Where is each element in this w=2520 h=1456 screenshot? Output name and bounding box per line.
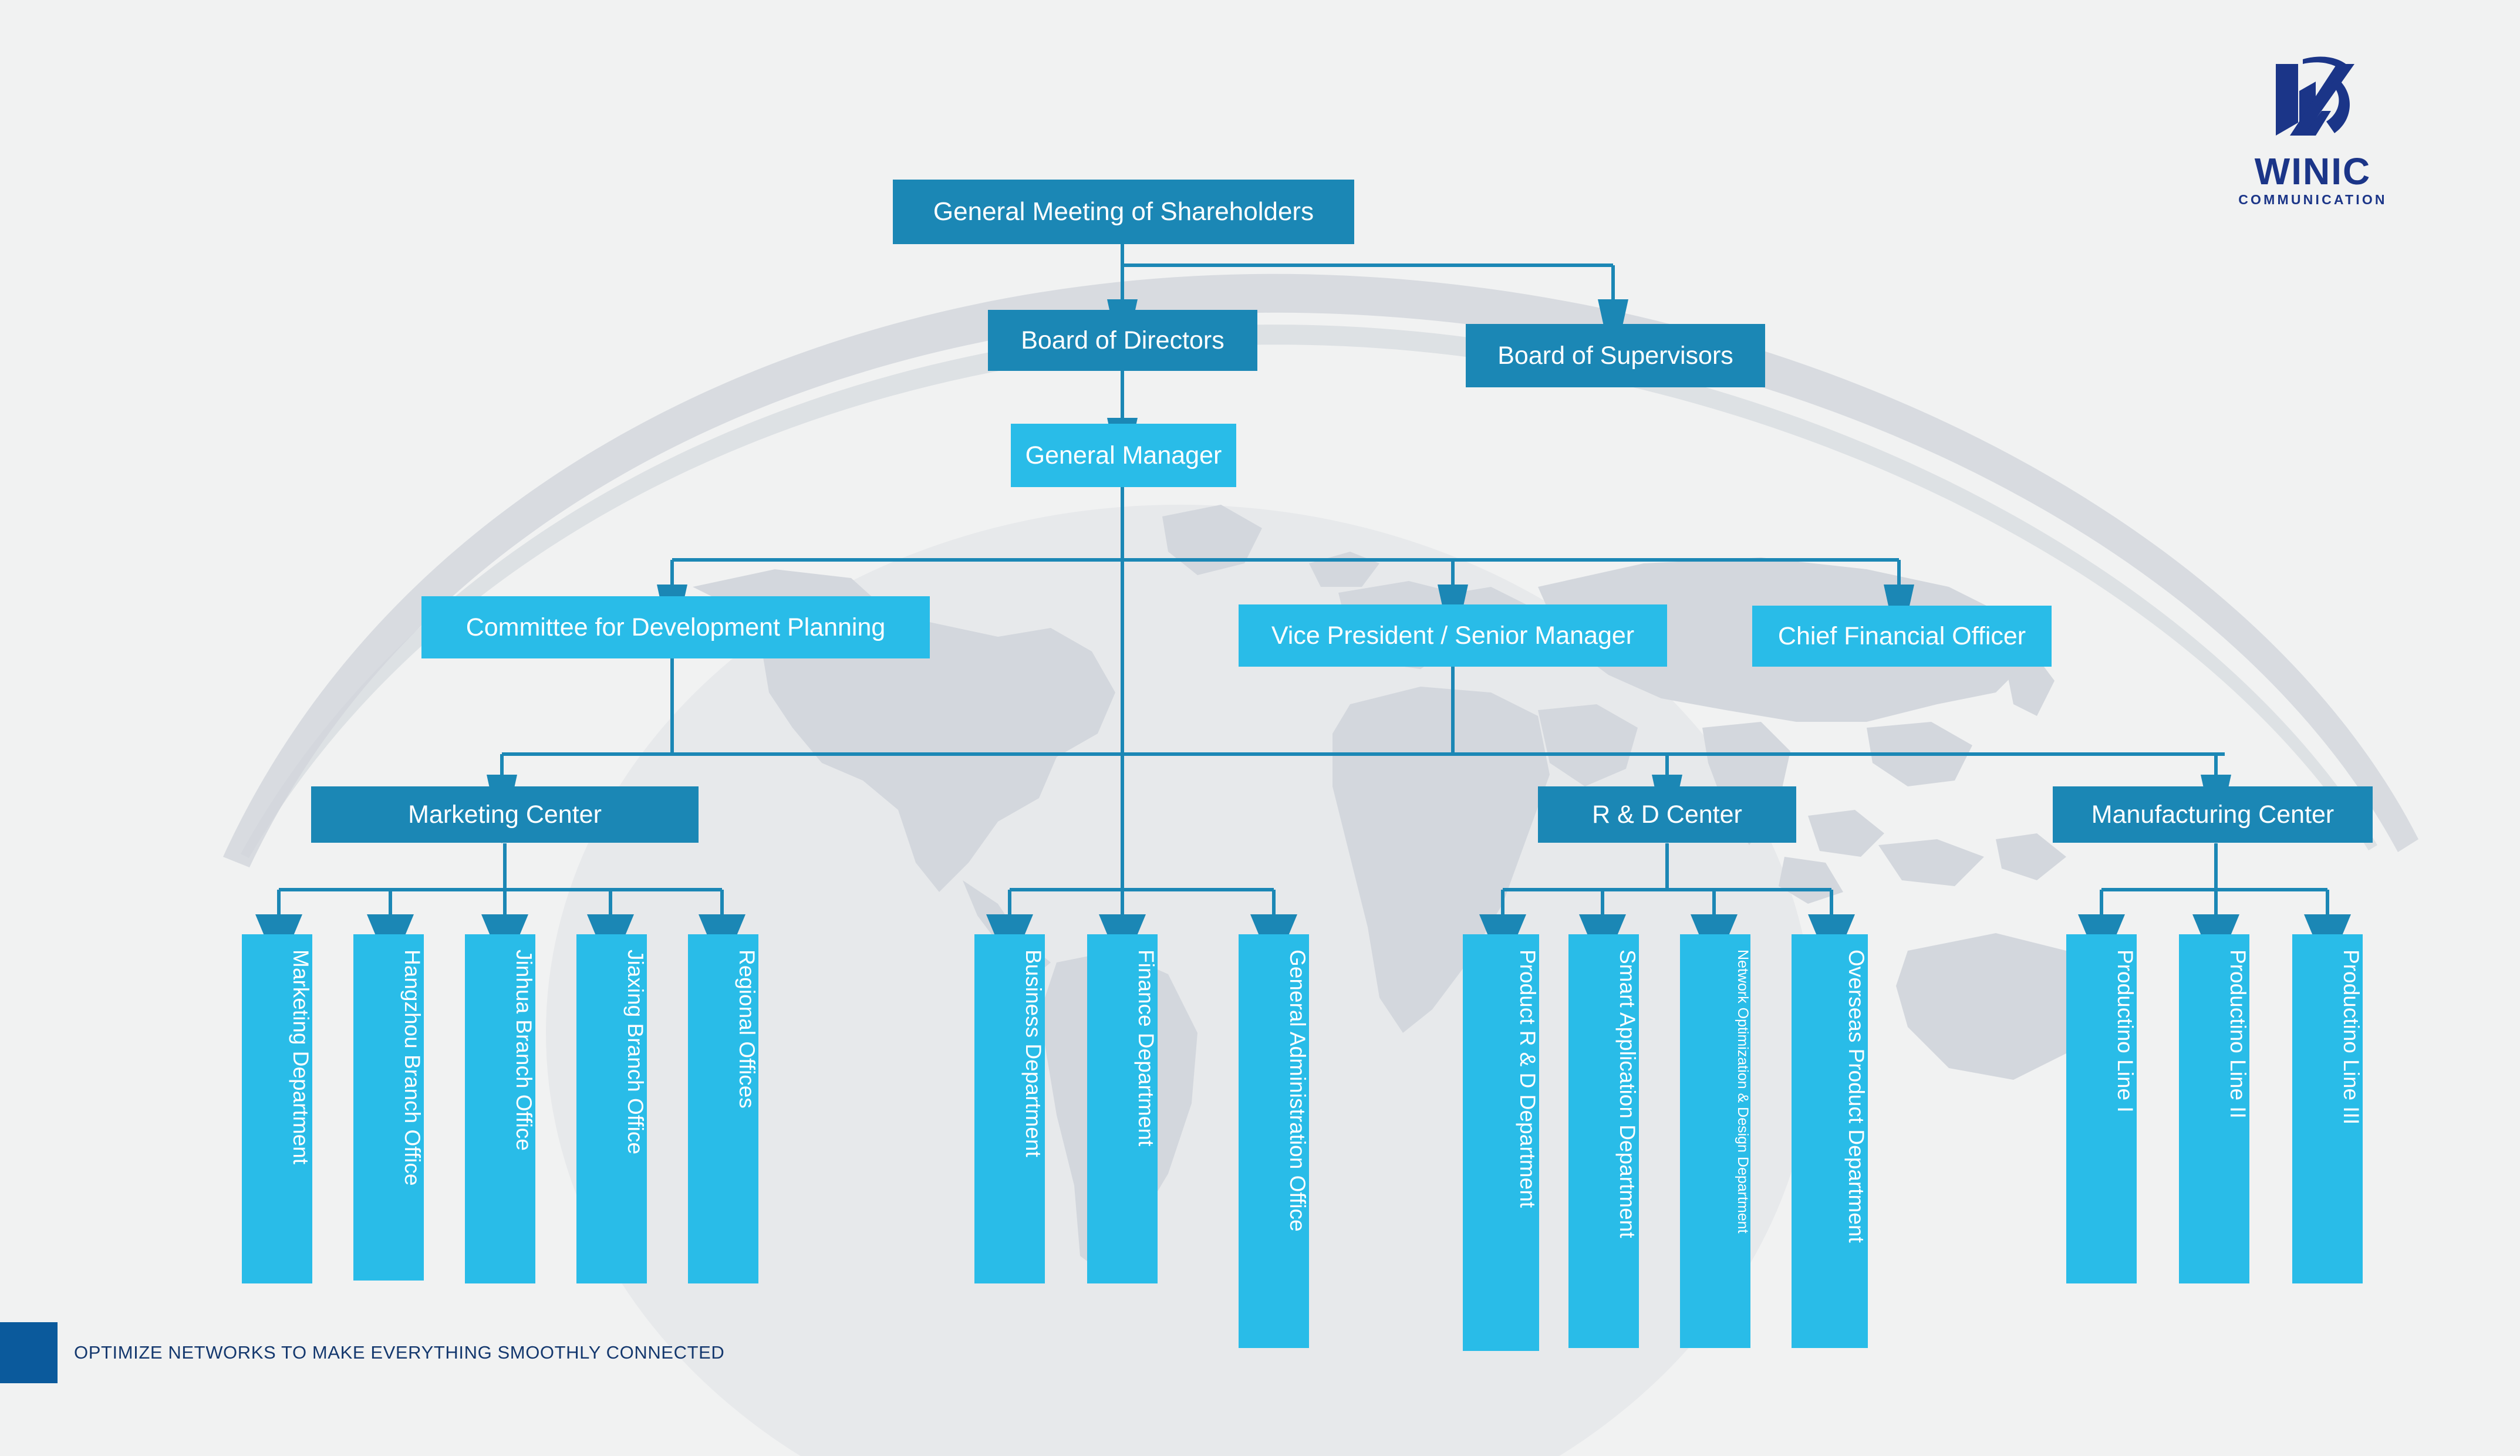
node-product-rd-department[interactable]: Product R & D Department xyxy=(1463,934,1540,1351)
node-committee-for-development-planning[interactable]: Committee for Development Planning xyxy=(421,596,930,658)
brand-name: WINIC xyxy=(2254,150,2371,192)
node-rd-center[interactable]: R & D Center xyxy=(1538,786,1796,843)
winic-w-swoosh-icon xyxy=(2276,56,2354,136)
node-general-meeting-of-shareholders[interactable]: General Meeting of Shareholders xyxy=(893,180,1354,244)
node-chief-financial-officer[interactable]: Chief Financial Officer xyxy=(1752,606,2052,667)
node-marketing-department[interactable]: Marketing Department xyxy=(242,934,313,1283)
node-business-department[interactable]: Business Department xyxy=(974,934,1045,1283)
brand-logo: WINIC COMMUNICATION xyxy=(2234,56,2392,209)
node-jinhua-branch-office[interactable]: Jinhua Branch Office xyxy=(465,934,536,1283)
node-finance-department[interactable]: Finance Department xyxy=(1087,934,1158,1283)
node-marketing-center[interactable]: Marketing Center xyxy=(311,786,699,843)
node-productino-line-3[interactable]: Productino Line III xyxy=(2292,934,2363,1283)
node-board-of-supervisors[interactable]: Board of Supervisors xyxy=(1466,324,1765,387)
node-jiaxing-branch-office[interactable]: Jiaxing Branch Office xyxy=(576,934,647,1283)
node-general-manager[interactable]: General Manager xyxy=(1011,424,1236,487)
node-productino-line-1[interactable]: Productino Line I xyxy=(2066,934,2137,1283)
footer-tagline: OPTIMIZE NETWORKS TO MAKE EVERYTHING SMO… xyxy=(74,1342,725,1363)
node-regional-offices[interactable]: Regional Offices xyxy=(688,934,759,1283)
footer-accent-block xyxy=(0,1322,58,1383)
node-overseas-product-department[interactable]: Overseas Product Department xyxy=(1792,934,1868,1348)
brand-subtitle: COMMUNICATION xyxy=(2238,192,2387,207)
node-board-of-directors[interactable]: Board of Directors xyxy=(988,310,1257,371)
node-productino-line-2[interactable]: Productino Line II xyxy=(2179,934,2250,1283)
node-vice-president-senior-manager[interactable]: Vice President / Senior Manager xyxy=(1239,604,1667,667)
node-smart-application-department[interactable]: Smart Application Department xyxy=(1568,934,1639,1348)
node-manufacturing-center[interactable]: Manufacturing Center xyxy=(2053,786,2373,843)
node-general-administration-office[interactable]: General Administration Office xyxy=(1239,934,1310,1348)
node-network-optimization-design-department[interactable]: Network Optimization & Design Department xyxy=(1680,934,1751,1348)
node-hangzhou-branch-office[interactable]: Hangzhou Branch Office xyxy=(353,934,424,1281)
